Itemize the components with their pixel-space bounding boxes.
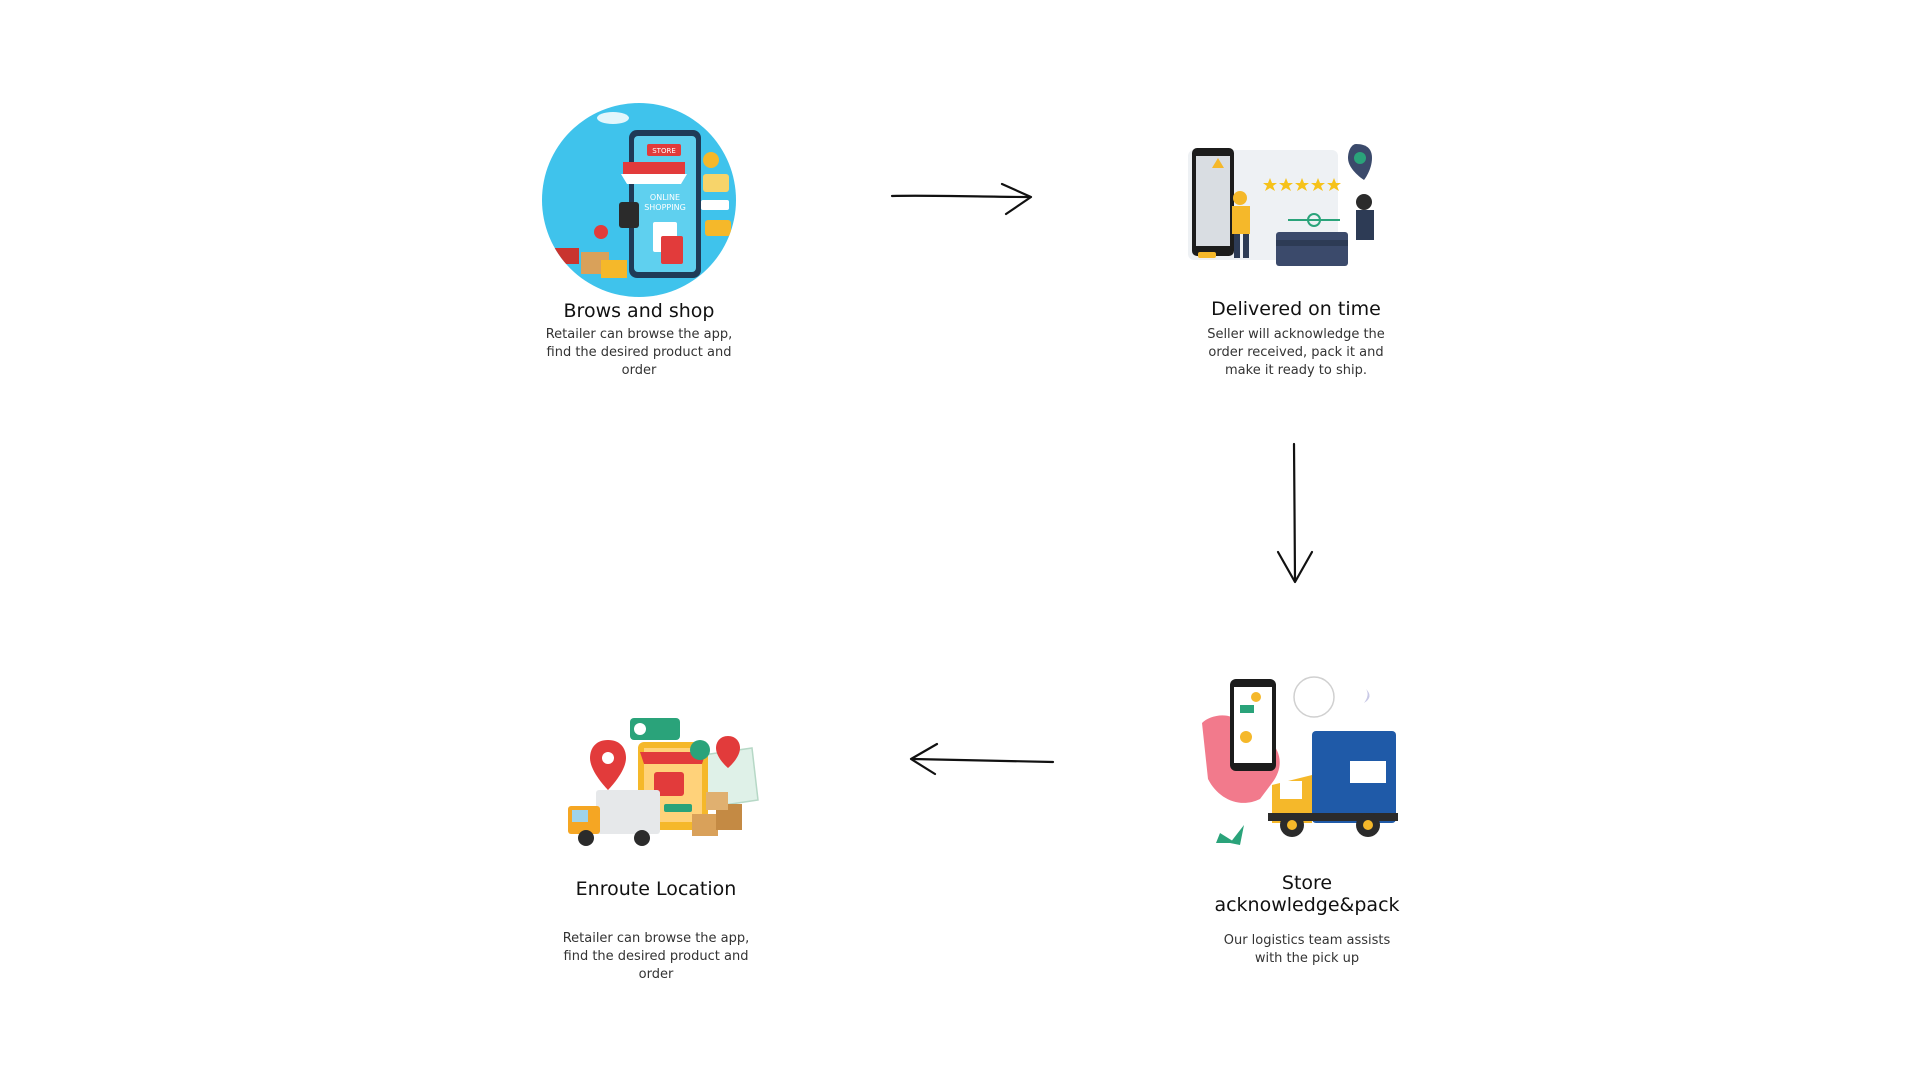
step-description: Seller will acknowledge the order receiv…: [1176, 326, 1416, 380]
step-description: Retailer can browse the app, find the de…: [536, 930, 776, 984]
step-brows-and-shop: Brows and shop Retailer can browse the a…: [519, 300, 759, 380]
step-description: Retailer can browse the app, find the de…: [519, 326, 759, 380]
arrow-right: [890, 180, 1040, 220]
title-line: acknowledge&pack: [1214, 894, 1400, 916]
step-title: Enroute Location: [575, 878, 737, 900]
step-title: Brows and shop: [563, 300, 715, 322]
online-shopping-illustration: STORE ONLINE SHOPPING: [541, 102, 737, 298]
step-title: Delivered on time: [1211, 298, 1381, 320]
arrow-left: [905, 738, 1055, 778]
step-title: Store acknowledge&pack: [1187, 872, 1427, 916]
shopping-text: SHOPPING: [644, 203, 686, 212]
desc-line: find the desired product and: [563, 949, 749, 964]
step-enroute-location: Enroute Location Retailer can browse the…: [536, 878, 776, 984]
desc-line: order received, pack it and: [1208, 345, 1384, 360]
desc-line: Retailer can browse the app,: [545, 327, 733, 342]
online-text: ONLINE: [650, 193, 680, 202]
arrow-down: [1270, 440, 1320, 590]
step-delivered-on-time: Delivered on time Seller will acknowledg…: [1176, 298, 1416, 380]
phone-truck-illustration: [1200, 675, 1400, 850]
desc-line: find the desired product and: [546, 345, 732, 360]
desc-line: order: [621, 363, 657, 378]
store-sign-text: STORE: [652, 147, 676, 155]
step-store-acknowledge-pack: Store acknowledge&pack Our logistics tea…: [1187, 872, 1427, 968]
title-line: Store: [1281, 872, 1333, 894]
desc-line: order: [638, 967, 674, 982]
delivery-rating-illustration: [1188, 140, 1384, 270]
desc-line: Retailer can browse the app,: [562, 931, 750, 946]
step-description: Our logistics team assists with the pick…: [1187, 932, 1427, 968]
desc-line: Seller will acknowledge the: [1207, 327, 1385, 342]
desc-line: make it ready to ship.: [1225, 363, 1367, 378]
desc-line: Our logistics team assists: [1223, 933, 1391, 948]
enroute-logistics-illustration: [566, 718, 762, 854]
desc-line: with the pick up: [1254, 951, 1360, 966]
